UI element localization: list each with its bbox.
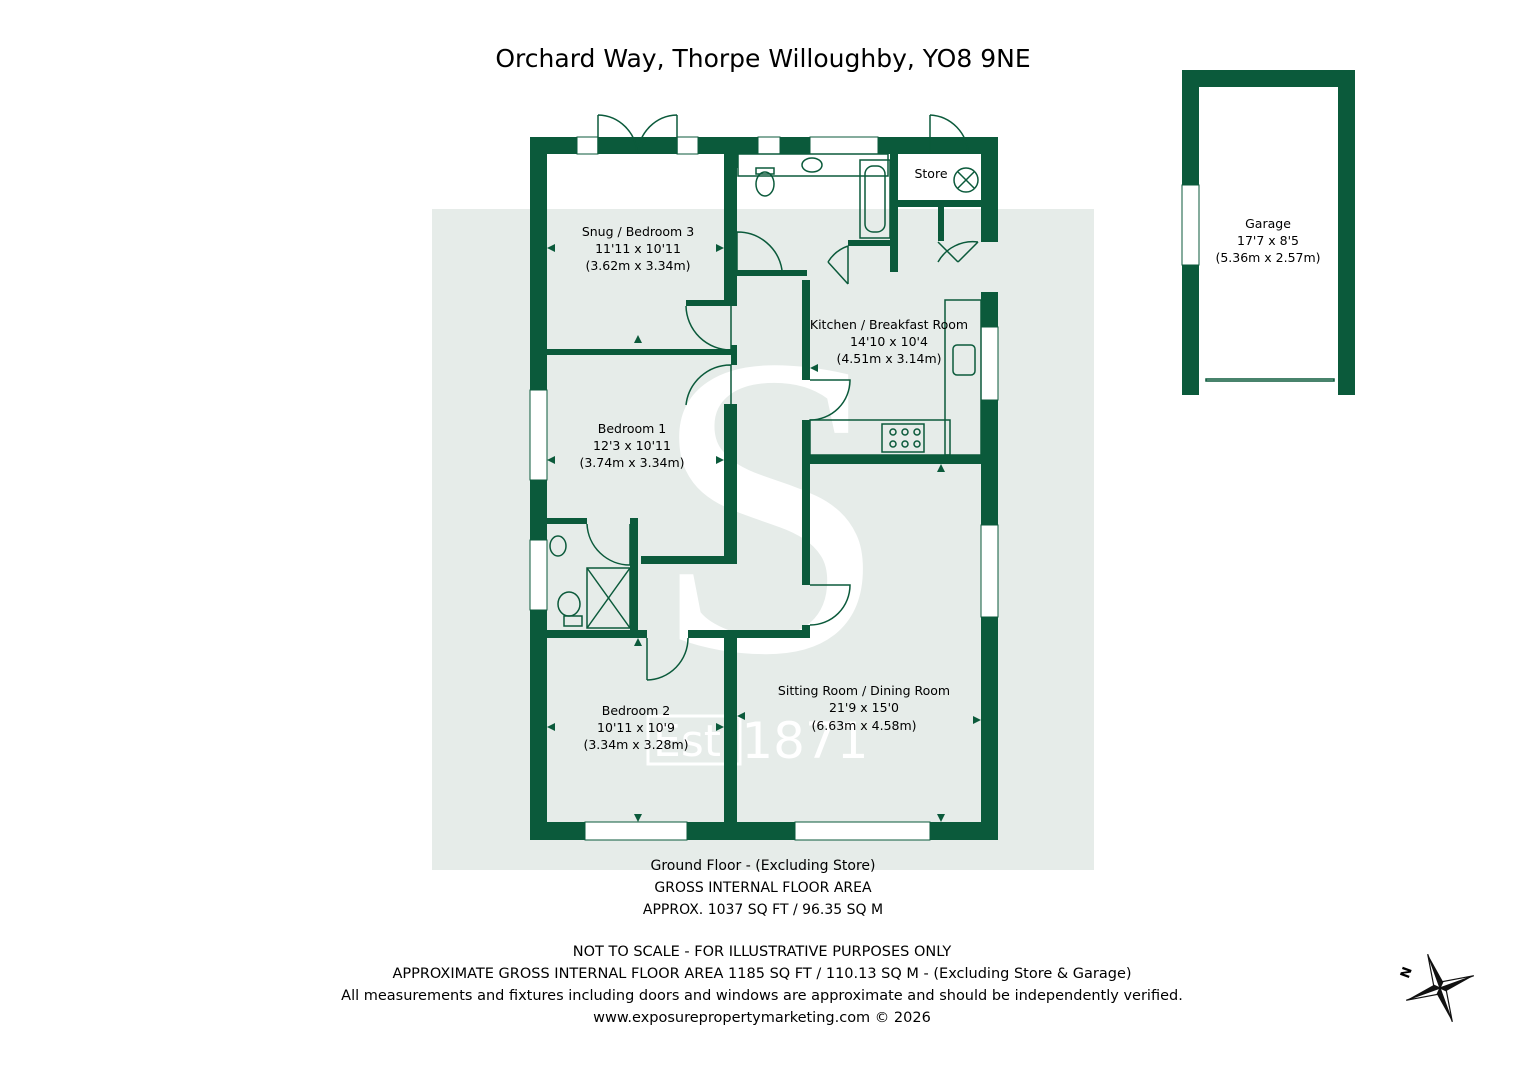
- watermark-letter: S: [650, 268, 889, 744]
- dimension-markers: [547, 244, 981, 822]
- room-garage: Garage 17'7 x 8'5 (5.36m x 2.57m): [1215, 216, 1320, 265]
- room-name: Sitting Room / Dining Room: [778, 683, 950, 698]
- floor-summary-line3: APPROX. 1037 SQ FT / 96.35 SQ M: [643, 902, 883, 918]
- watermark-est-box: [646, 714, 742, 766]
- disclaimer-line1: NOT TO SCALE - FOR ILLUSTRATIVE PURPOSES…: [573, 944, 952, 960]
- plan-title: Orchard Way, Thorpe Willoughby, YO8 9NE: [495, 44, 1030, 73]
- room-imperial: 21'9 x 15'0: [829, 700, 899, 715]
- room-imperial: 12'3 x 10'11: [593, 438, 671, 453]
- room-bedroom2: Bedroom 2 10'11 x 10'9 (3.34m x 3.28m): [583, 703, 688, 752]
- room-name: Snug / Bedroom 3: [582, 224, 694, 239]
- room-imperial: 11'11 x 10'11: [595, 241, 681, 256]
- windows: [529, 136, 999, 841]
- floor-summary-line1: Ground Floor - (Excluding Store): [651, 858, 876, 874]
- room-store-name: Store: [914, 166, 947, 181]
- room-metric: (3.62m x 3.34m): [585, 258, 690, 273]
- disclaimer-line3: All measurements and fixtures including …: [341, 988, 1183, 1004]
- disclaimer-line4: www.exposurepropertymarketing.com © 2026: [593, 1010, 931, 1026]
- room-kitchen: Kitchen / Breakfast Room 14'10 x 10'4 (4…: [810, 317, 968, 366]
- disclaimer: NOT TO SCALE - FOR ILLUSTRATIVE PURPOSES…: [341, 944, 1183, 1026]
- room-name: Kitchen / Breakfast Room: [810, 317, 968, 332]
- room-metric: (5.36m x 2.57m): [1215, 250, 1320, 265]
- room-imperial: 14'10 x 10'4: [850, 334, 928, 349]
- room-imperial: 10'11 x 10'9: [597, 720, 675, 735]
- doors: [586, 114, 979, 681]
- room-metric: (6.63m x 4.58m): [811, 718, 916, 733]
- compass-rose-icon: [1405, 953, 1475, 1023]
- room-name: Garage: [1245, 216, 1291, 231]
- fixtures: [549, 153, 982, 629]
- garage-walls: [1181, 70, 1355, 395]
- floor-summary: Ground Floor - (Excluding Store) GROSS I…: [643, 858, 883, 918]
- compass-north-glyph: N: [1398, 965, 1416, 980]
- watermark-est: Est.: [653, 716, 735, 767]
- room-snug: Snug / Bedroom 3 11'11 x 10'11 (3.62m x …: [582, 224, 694, 273]
- room-name: Bedroom 1: [598, 421, 666, 436]
- room-metric: (3.34m x 3.28m): [583, 737, 688, 752]
- room-bedroom1: Bedroom 1 12'3 x 10'11 (3.74m x 3.34m): [579, 421, 684, 470]
- room-sitting: Sitting Room / Dining Room 21'9 x 15'0 (…: [778, 683, 950, 733]
- room-imperial: 17'7 x 8'5: [1237, 233, 1299, 248]
- room-name: Bedroom 2: [602, 703, 670, 718]
- room-metric: (4.51m x 3.14m): [836, 351, 941, 366]
- floor-summary-line2: GROSS INTERNAL FLOOR AREA: [654, 880, 872, 896]
- room-metric: (3.74m x 3.34m): [579, 455, 684, 470]
- watermark-year: 1871: [741, 712, 868, 770]
- disclaimer-line2: APPROXIMATE GROSS INTERNAL FLOOR AREA 11…: [392, 966, 1131, 982]
